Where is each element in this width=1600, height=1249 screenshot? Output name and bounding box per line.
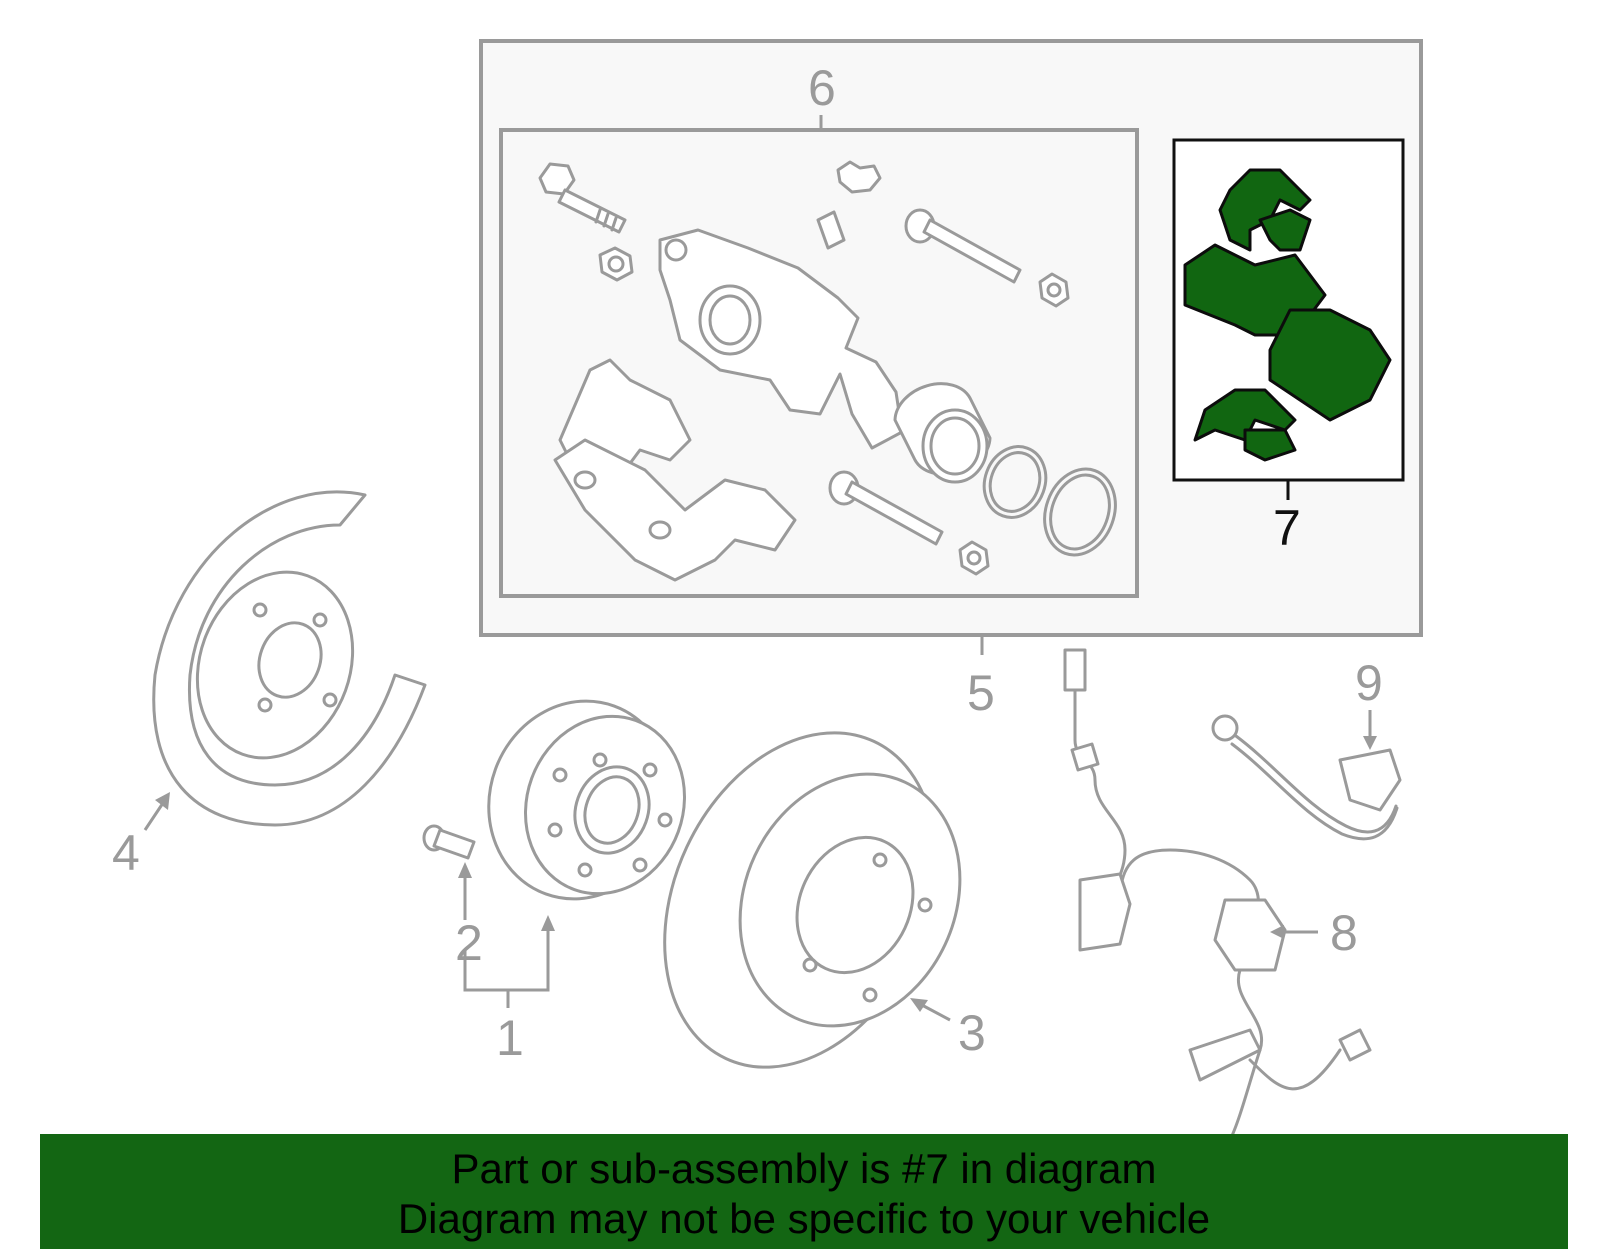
callout-8: 8 (1330, 905, 1358, 961)
callout-9: 9 (1355, 655, 1383, 711)
callout-1: 1 (496, 1010, 524, 1066)
bleeder-bolt-top (538, 162, 627, 234)
seal-ring-small (982, 445, 1048, 519)
info-banner: Part or sub-assembly is #7 in diagram Di… (40, 1134, 1568, 1249)
clip-upper (1218, 168, 1312, 252)
brake-pad-kit[interactable] (1183, 168, 1392, 462)
callout-2: 2 (455, 915, 483, 971)
clip-lower (1193, 388, 1297, 442)
wheel-stud (422, 824, 476, 860)
abs-sensor-harness (1063, 648, 1372, 1142)
pad-right (1268, 308, 1392, 422)
clip-upper-2 (1258, 208, 1312, 252)
callout-4: 4 (112, 825, 140, 881)
caliper-bracket (553, 358, 797, 582)
caliper-body (658, 228, 904, 450)
nut-left (598, 246, 634, 282)
callout-7[interactable]: 7 (1273, 500, 1301, 556)
brake-hose (1211, 714, 1402, 841)
callout-arrows (143, 710, 1377, 1022)
guide-pin-top (904, 208, 1070, 308)
banner-line-1: Part or sub-assembly is #7 in diagram (451, 1145, 1157, 1192)
seal-ring-large (1043, 467, 1117, 557)
dust-cap (816, 160, 882, 250)
piston (893, 382, 992, 484)
callout-6: 6 (808, 60, 836, 116)
callout-5: 5 (967, 665, 995, 721)
backing-plate (152, 490, 427, 827)
brake-rotor (663, 731, 962, 1069)
clip-lower-2 (1243, 428, 1297, 462)
guide-pin-bottom (828, 470, 990, 576)
banner-line-2: Diagram may not be specific to your vehi… (397, 1195, 1211, 1242)
hub-assembly (487, 699, 686, 901)
caliper-parts (538, 160, 1117, 582)
callout-3: 3 (958, 1005, 986, 1061)
